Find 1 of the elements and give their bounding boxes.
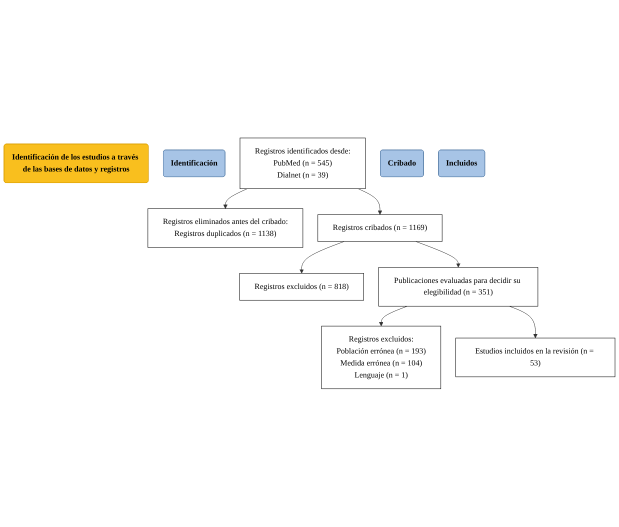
- arrow: [379, 306, 408, 326]
